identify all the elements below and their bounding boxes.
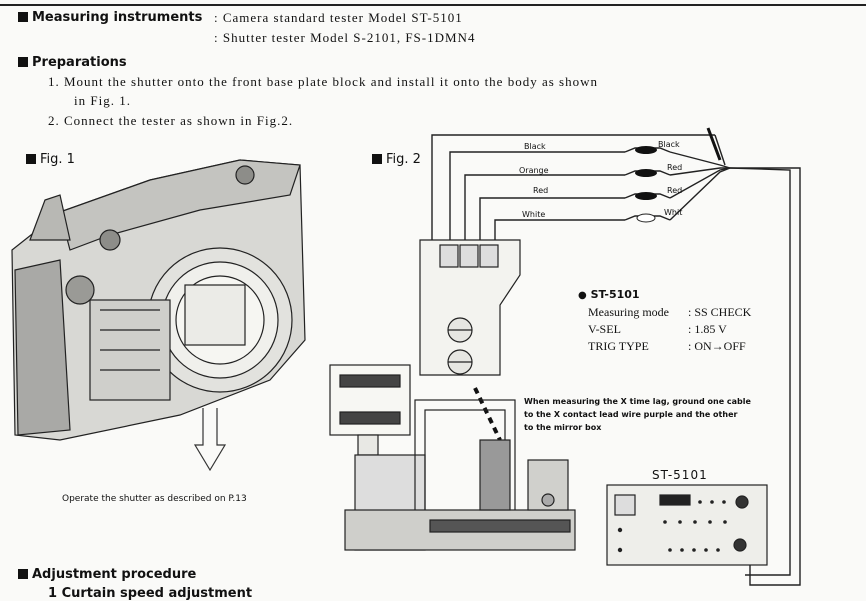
probe-pen-icon <box>706 127 722 161</box>
dashed-arrow-icon <box>473 387 502 441</box>
fig1-camera-illustration <box>11 159 306 472</box>
step-1: 1. Mount the shutter onto the front base… <box>48 74 598 89</box>
fig1-caption: Operate the shutter as described on P.13 <box>62 494 247 504</box>
bullet-square <box>18 57 28 67</box>
adjustment-heading: Adjustment procedure <box>18 567 196 582</box>
step-1-cont: in Fig. 1. <box>74 93 131 108</box>
device-label: ST-5101 <box>652 468 708 482</box>
connector-label-red-2: Red <box>667 186 683 195</box>
x-time-lag-note: When measuring the X time lag, ground on… <box>524 397 751 432</box>
wire-label-red: Red <box>533 186 549 195</box>
connector-label-white: Whit <box>664 208 683 217</box>
wire-label-black: Black <box>524 142 546 151</box>
wire-label-white: White <box>522 210 546 219</box>
tester-model-heading: ● ST-5101 <box>578 288 640 301</box>
measuring-heading: Measuring instruments <box>18 10 202 25</box>
measuring-label: Measuring instruments <box>32 10 203 25</box>
setting-row: Measuring mode : SS CHECK <box>588 305 752 319</box>
fig1-label: Fig. 1 <box>26 152 75 167</box>
bullet-square <box>18 569 28 579</box>
fig2-label: Fig. 2 <box>372 152 421 167</box>
instrument-line-1: : Camera standard tester Model ST-5101 <box>214 10 463 25</box>
step-2: 2. Connect the tester as shown in Fig.2. <box>48 113 294 128</box>
bullet-square <box>18 12 28 22</box>
wire-label-orange: Orange <box>519 166 549 175</box>
tester-settings: Measuring mode : SS CHECK V-SEL : 1.85 V… <box>588 305 788 356</box>
preparations-label: Preparations <box>32 55 127 70</box>
top-rule <box>0 4 866 6</box>
base-plate-block <box>419 239 521 376</box>
fig2-wiring-diagram <box>329 127 801 586</box>
bullet-square <box>26 154 36 164</box>
instrument-line-2: : Shutter tester Model S-2101, FS-1DMN4 <box>214 30 476 45</box>
preparations-heading: Preparations <box>18 55 127 70</box>
setting-row: V-SEL : 1.85 V <box>588 322 727 336</box>
setting-row: TRIG TYPE : ON→OFF <box>588 339 746 353</box>
down-arrow-icon <box>193 408 227 472</box>
connector-label-black: Black <box>658 140 680 149</box>
shutter-tester-equipment <box>329 364 576 551</box>
adjustment-subheading: 1 Curtain speed adjustment <box>48 586 253 601</box>
bullet-dot-icon: ● <box>578 290 587 301</box>
st5101-device <box>606 484 768 566</box>
bullet-square <box>372 154 382 164</box>
connector-label-red-1: Red <box>667 163 683 172</box>
